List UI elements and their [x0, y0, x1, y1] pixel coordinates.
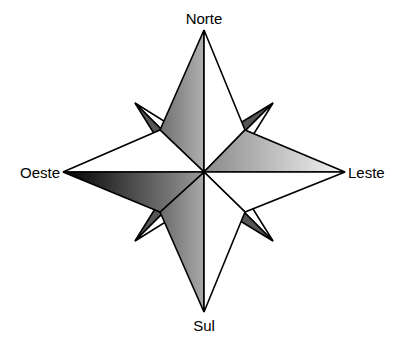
main-points — [63, 30, 345, 312]
direction-label: Norte — [186, 11, 223, 26]
direction-label: Oeste — [20, 165, 60, 180]
direction-label: Sul — [193, 318, 215, 333]
direction-label: Leste — [348, 165, 385, 180]
